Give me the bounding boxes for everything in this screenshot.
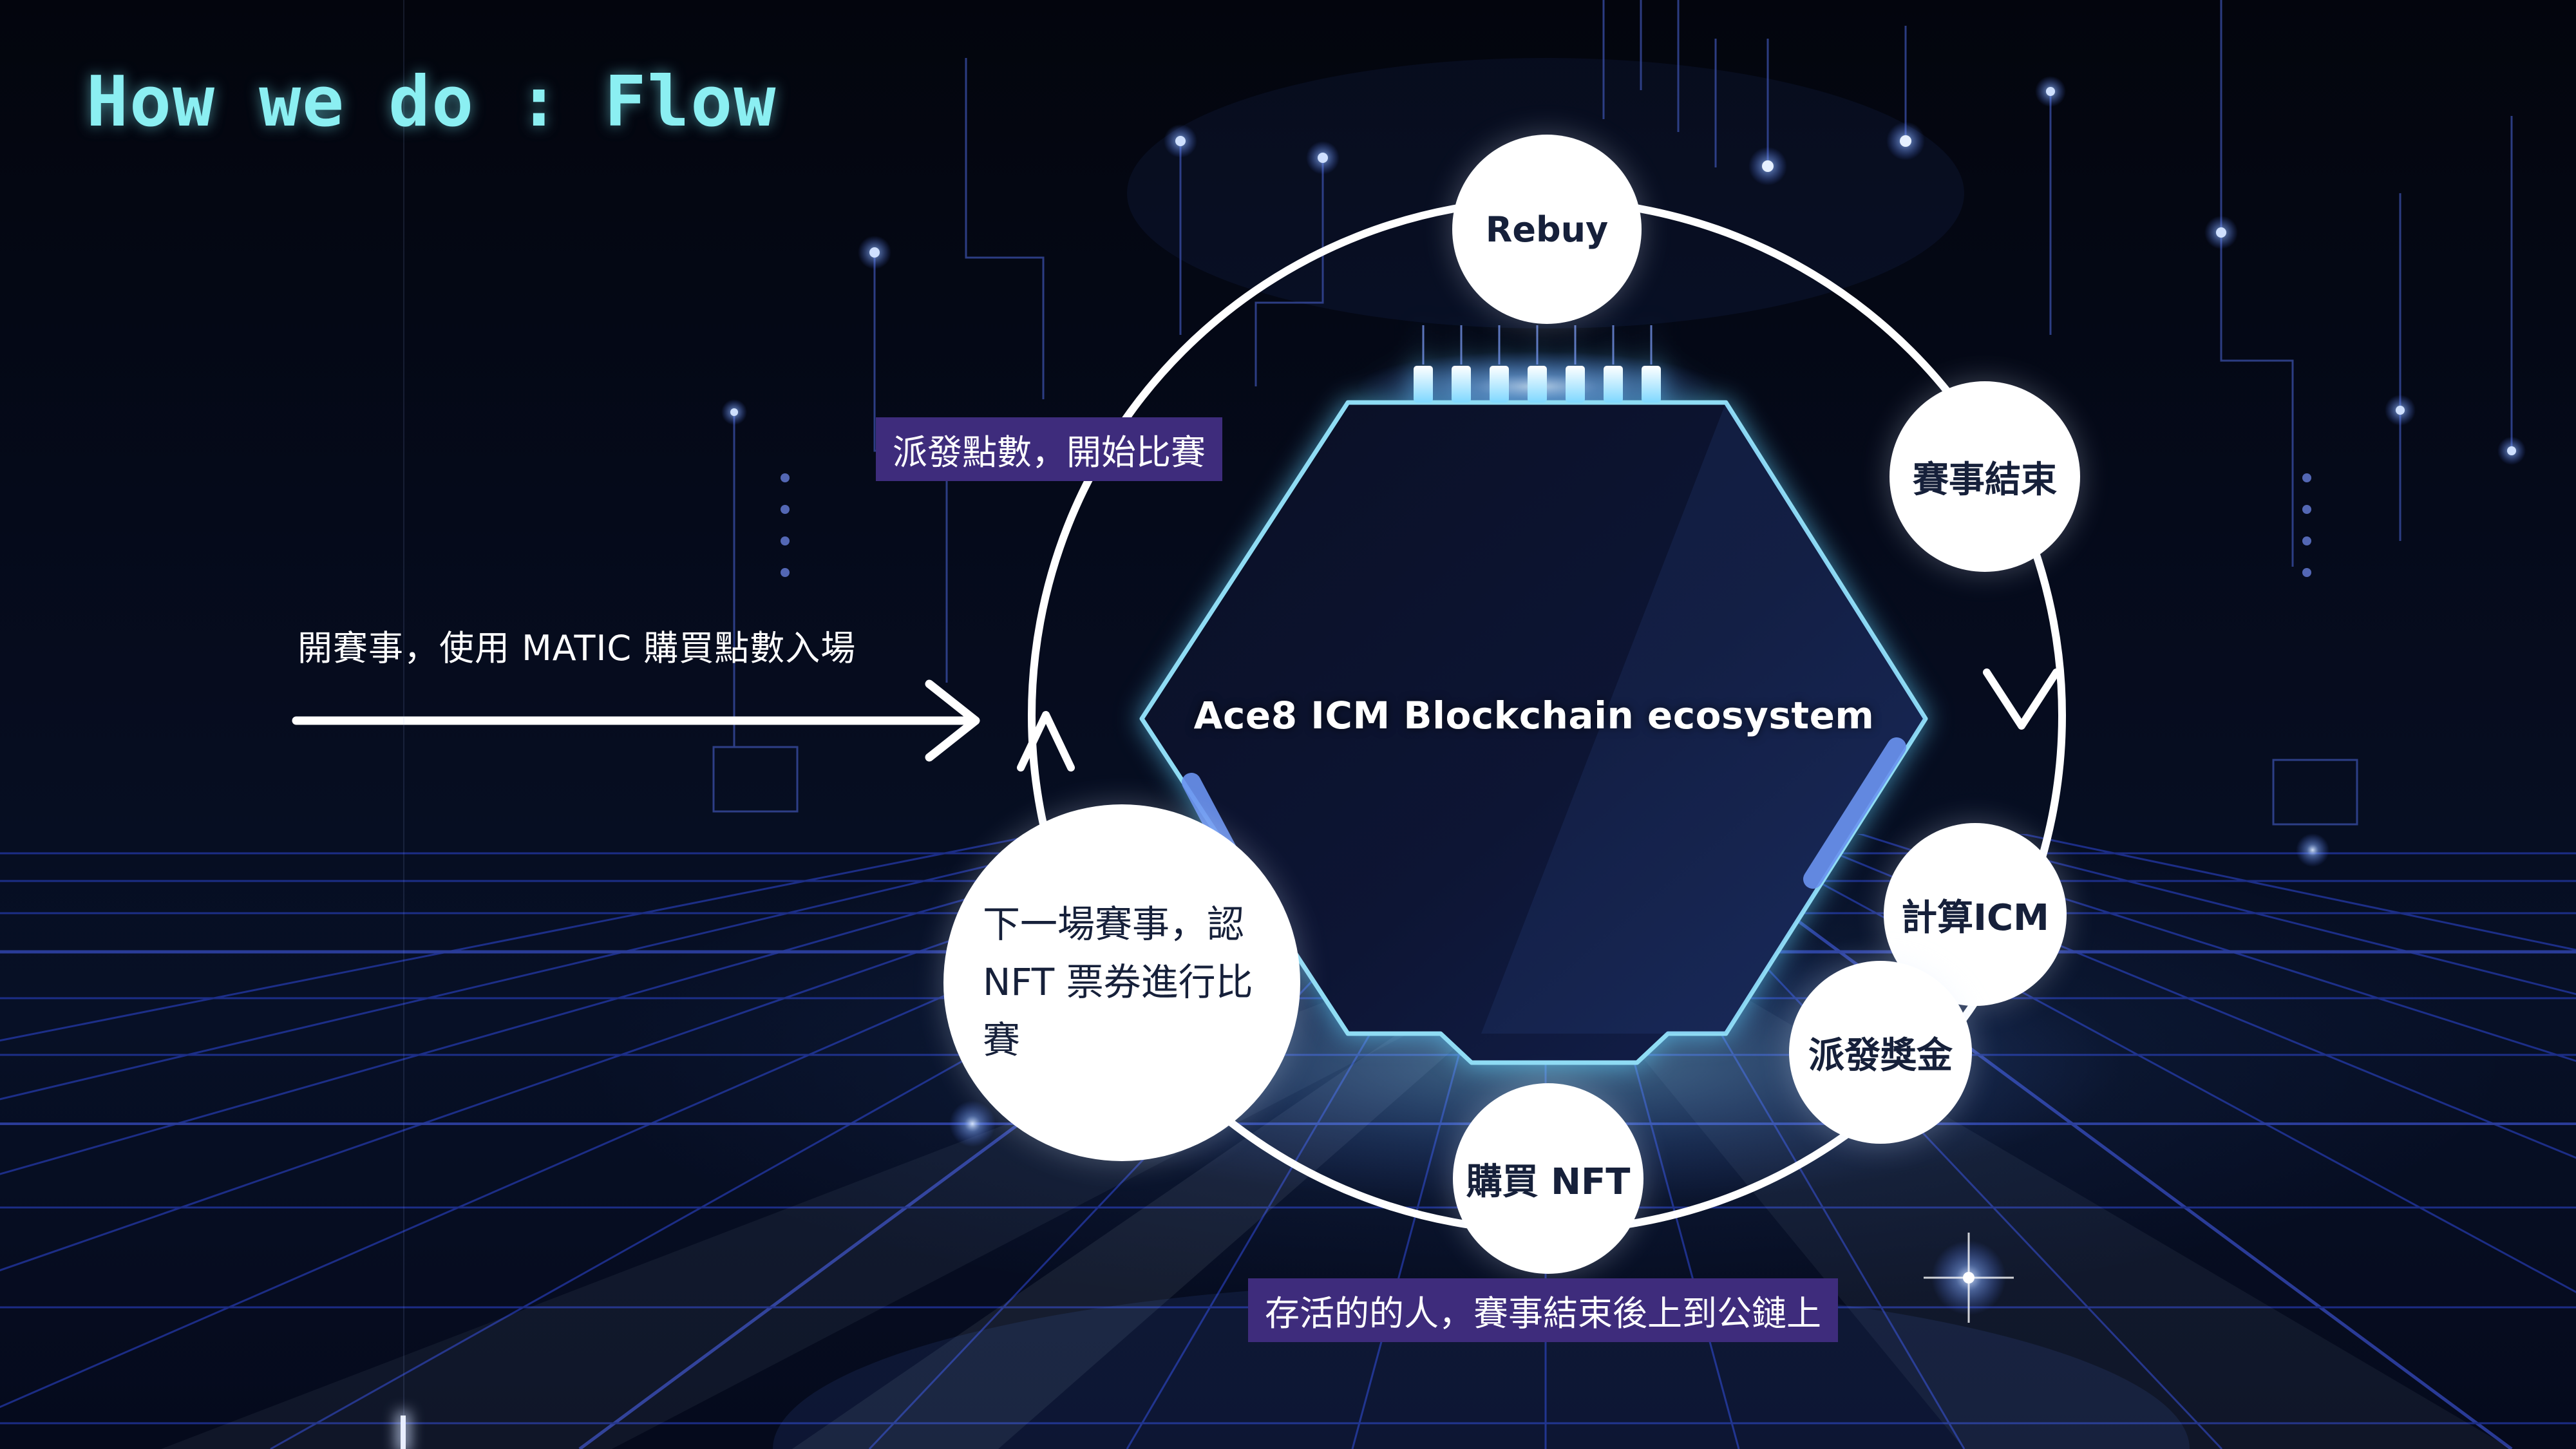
annotation-enter-match: 開賽事，使用 MATIC 購買點數入場 [298, 628, 857, 668]
chevron-up-icon [1017, 711, 1075, 772]
node-payout: 派發獎金 [1789, 961, 1972, 1144]
node-label: Rebuy [1485, 209, 1609, 250]
node-match-end: 賽事結束 [1889, 381, 2080, 572]
circuit-glow-dots [721, 76, 2526, 465]
flow-arrow-icon [292, 679, 980, 762]
node-rebuy: Rebuy [1452, 135, 1642, 324]
annotation-survivors: 存活的的人，賽事結束後上到公鏈上 [1248, 1278, 1838, 1342]
node-next-match: 下一場賽事，認 NFT 票券進行比賽 [943, 804, 1300, 1161]
annotation-start-match: 派發點數，開始比賽 [876, 417, 1222, 481]
vertical-guide-spark [401, 1416, 406, 1449]
node-label: 購買 NFT [1466, 1160, 1631, 1203]
hexagon-core [1139, 325, 1928, 1065]
vertical-guide-line [403, 0, 404, 1449]
node-label: 下一場賽事，認 NFT 票券進行比賽 [983, 902, 1253, 1062]
page-title: How we do : Flow [86, 62, 777, 142]
circuit-decoration [712, 0, 2513, 826]
node-label: 計算ICM [1901, 896, 2049, 939]
connector-pins [1414, 325, 1661, 402]
chevron-down-icon [1983, 668, 2060, 730]
node-buy-nft: 購買 NFT [1453, 1083, 1643, 1274]
ecosystem-label: Ace8 ICM Blockchain ecosystem [1193, 694, 1875, 737]
sparkle [949, 833, 2329, 1323]
node-label: 派發獎金 [1808, 1034, 1953, 1077]
node-label: 賽事結束 [1913, 459, 2057, 501]
